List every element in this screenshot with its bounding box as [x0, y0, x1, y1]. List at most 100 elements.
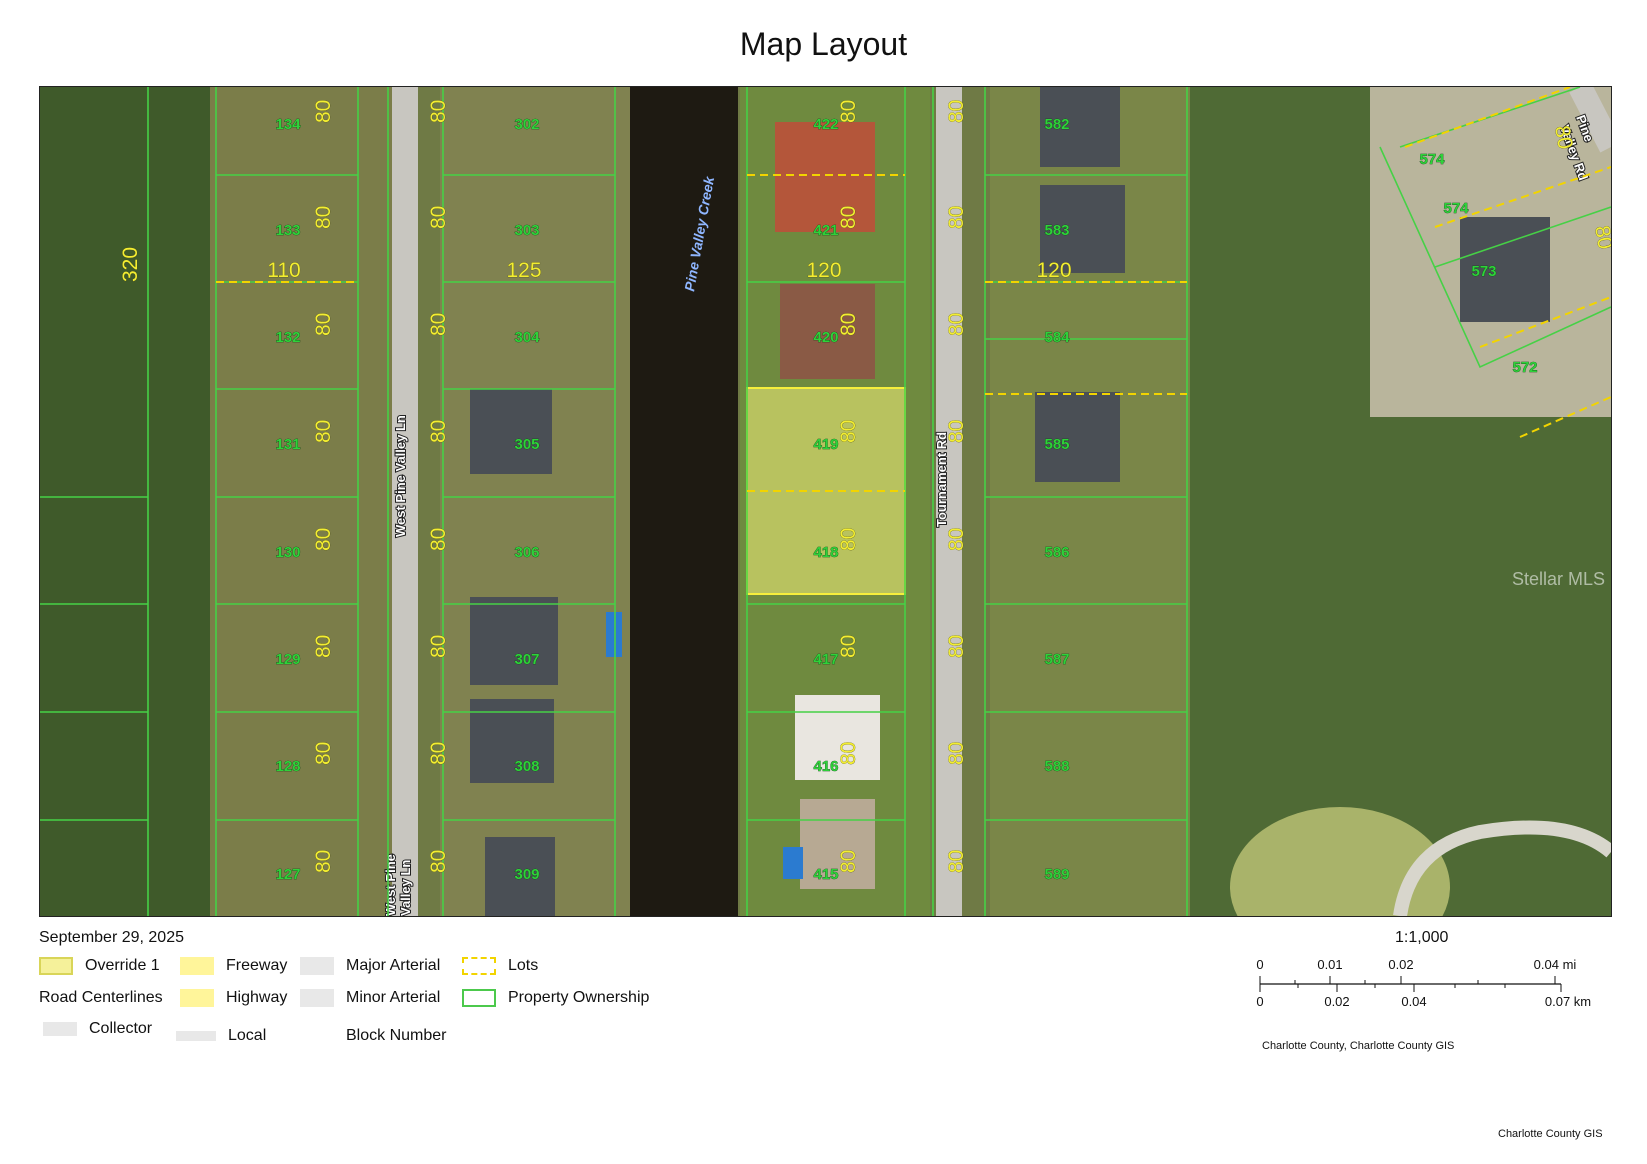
house-582: [1040, 87, 1120, 167]
map-date: September 29, 2025: [39, 929, 184, 946]
lot-305[interactable]: 305: [514, 436, 540, 454]
dim-80: 80: [837, 635, 860, 658]
dim-80: 80: [837, 742, 860, 765]
legend-freeway: Freeway: [180, 957, 287, 975]
road-label-tournament: Tournament Rd: [934, 432, 949, 527]
lot-304[interactable]: 304: [514, 329, 540, 347]
lot-585[interactable]: 585: [1044, 436, 1070, 454]
lot-307[interactable]: 307: [514, 651, 540, 669]
lot-308[interactable]: 308: [514, 758, 540, 776]
lot-134[interactable]: 134: [275, 116, 301, 134]
dim-80: 80: [312, 420, 335, 443]
legend-block-number: Block Number: [346, 1027, 447, 1044]
road-pine-valley: [1569, 87, 1611, 153]
dim-80: 80: [312, 528, 335, 551]
dim-80: 80: [427, 742, 450, 765]
dim-80: 80: [312, 850, 335, 873]
highway-swatch-icon: [180, 989, 214, 1007]
dim-80: 80: [427, 528, 450, 551]
golf-green: [1230, 807, 1450, 916]
house-573: [1460, 217, 1550, 322]
map-title: Map Layout: [739, 26, 908, 62]
lot-132[interactable]: 132: [275, 329, 301, 347]
minor-arterial-swatch-icon: [300, 989, 334, 1007]
legend-collector: Collector: [43, 1020, 152, 1038]
creek: [630, 87, 738, 916]
lot-573[interactable]: 573: [1471, 263, 1497, 281]
lot-302[interactable]: 302: [514, 116, 540, 134]
lot-133[interactable]: 133: [275, 222, 301, 240]
dim-80: 80: [427, 850, 450, 873]
house-585: [1035, 392, 1120, 482]
scale-mi-2: 0.02: [1388, 957, 1413, 972]
lot-419[interactable]: 419: [813, 436, 839, 454]
houses-red-roof: [775, 122, 875, 379]
lot-582[interactable]: 582: [1044, 116, 1070, 134]
lot-309[interactable]: 309: [514, 866, 540, 884]
lot-587[interactable]: 587: [1044, 651, 1070, 669]
lot-labels: 134 133 132 131 130 129 128 127 302 303 …: [275, 116, 1538, 884]
scale-ratio: 1:1,000: [1395, 929, 1449, 946]
house-420: [780, 284, 875, 379]
scale-bar: 0 0.01 0.02 0.04 mi 0 0.02 0.04 0.07 km: [1256, 957, 1591, 1009]
road-label-west-pine-lower-1: West Pine: [383, 854, 398, 916]
house-307: [470, 597, 558, 685]
lot-130[interactable]: 130: [275, 544, 301, 562]
legend-override1: Override 1: [39, 957, 160, 975]
freeway-swatch-icon: [180, 957, 214, 975]
aerial-map[interactable]: Pine Valley Creek West Pine Valley Ln To…: [40, 87, 1611, 916]
lot-129[interactable]: 129: [275, 651, 301, 669]
lot-574a[interactable]: 574: [1419, 151, 1445, 169]
watermark: Stellar MLS: [1512, 569, 1605, 589]
lot-416[interactable]: 416: [813, 758, 839, 776]
legend-road-centerlines: Road Centerlines: [39, 989, 163, 1006]
dim-80: 80: [312, 206, 335, 229]
lot-128[interactable]: 128: [275, 758, 301, 776]
lot-588[interactable]: 588: [1044, 758, 1070, 776]
dim-320: 320: [119, 247, 142, 282]
lot-584[interactable]: 584: [1044, 329, 1070, 347]
dim-80: 80: [837, 313, 860, 336]
lot-420[interactable]: 420: [813, 329, 839, 347]
dim-80: 80: [945, 528, 968, 551]
ownership-swatch-icon: [462, 989, 496, 1007]
dim-120: 120: [1036, 259, 1071, 282]
lot-417[interactable]: 417: [813, 651, 839, 669]
lot-303[interactable]: 303: [514, 222, 540, 240]
pools: [606, 612, 803, 879]
lot-422[interactable]: 422: [813, 116, 839, 134]
dim-80: 80: [945, 850, 968, 873]
map-view[interactable]: Pine Valley Creek West Pine Valley Ln To…: [39, 86, 1612, 917]
frontage-labels: 80 80 80 80 80 80 80 80 80 80 80 80 80 8…: [312, 99, 1611, 873]
road-label-west-pine-lower-2: Valley Ln: [398, 860, 413, 916]
legend-minor-arterial: Minor Arterial: [300, 989, 440, 1007]
source-credit: Charlotte County, Charlotte County GIS: [1262, 1040, 1455, 1052]
scale-mi-3: 0.04 mi: [1534, 957, 1577, 972]
scale-mi-1: 0.01: [1317, 957, 1342, 972]
lot-418[interactable]: 418: [813, 544, 839, 562]
house-308: [470, 699, 554, 783]
dim-80: 80: [427, 206, 450, 229]
lot-421[interactable]: 421: [813, 222, 839, 240]
lot-306[interactable]: 306: [514, 544, 540, 562]
local-swatch-icon: [176, 1031, 216, 1041]
dim-80: 80: [837, 528, 860, 551]
dim-80: 80: [837, 100, 860, 123]
lot-131[interactable]: 131: [275, 436, 301, 454]
house-305: [470, 389, 552, 474]
dim-80: 80: [837, 206, 860, 229]
houses: [470, 87, 1550, 916]
lot-583[interactable]: 583: [1044, 222, 1070, 240]
override-swatch-icon: [39, 957, 73, 975]
lot-415[interactable]: 415: [813, 866, 839, 884]
house-309: [485, 837, 555, 916]
dim-80: 80: [427, 635, 450, 658]
lot-127[interactable]: 127: [275, 866, 301, 884]
scale-km-1: 0.02: [1324, 994, 1349, 1009]
lots-swatch-icon: [462, 957, 496, 975]
dim-120: 120: [806, 259, 841, 282]
lot-589[interactable]: 589: [1044, 866, 1070, 884]
lot-586[interactable]: 586: [1044, 544, 1070, 562]
lot-574b[interactable]: 574: [1443, 200, 1469, 218]
lot-572[interactable]: 572: [1512, 359, 1538, 377]
